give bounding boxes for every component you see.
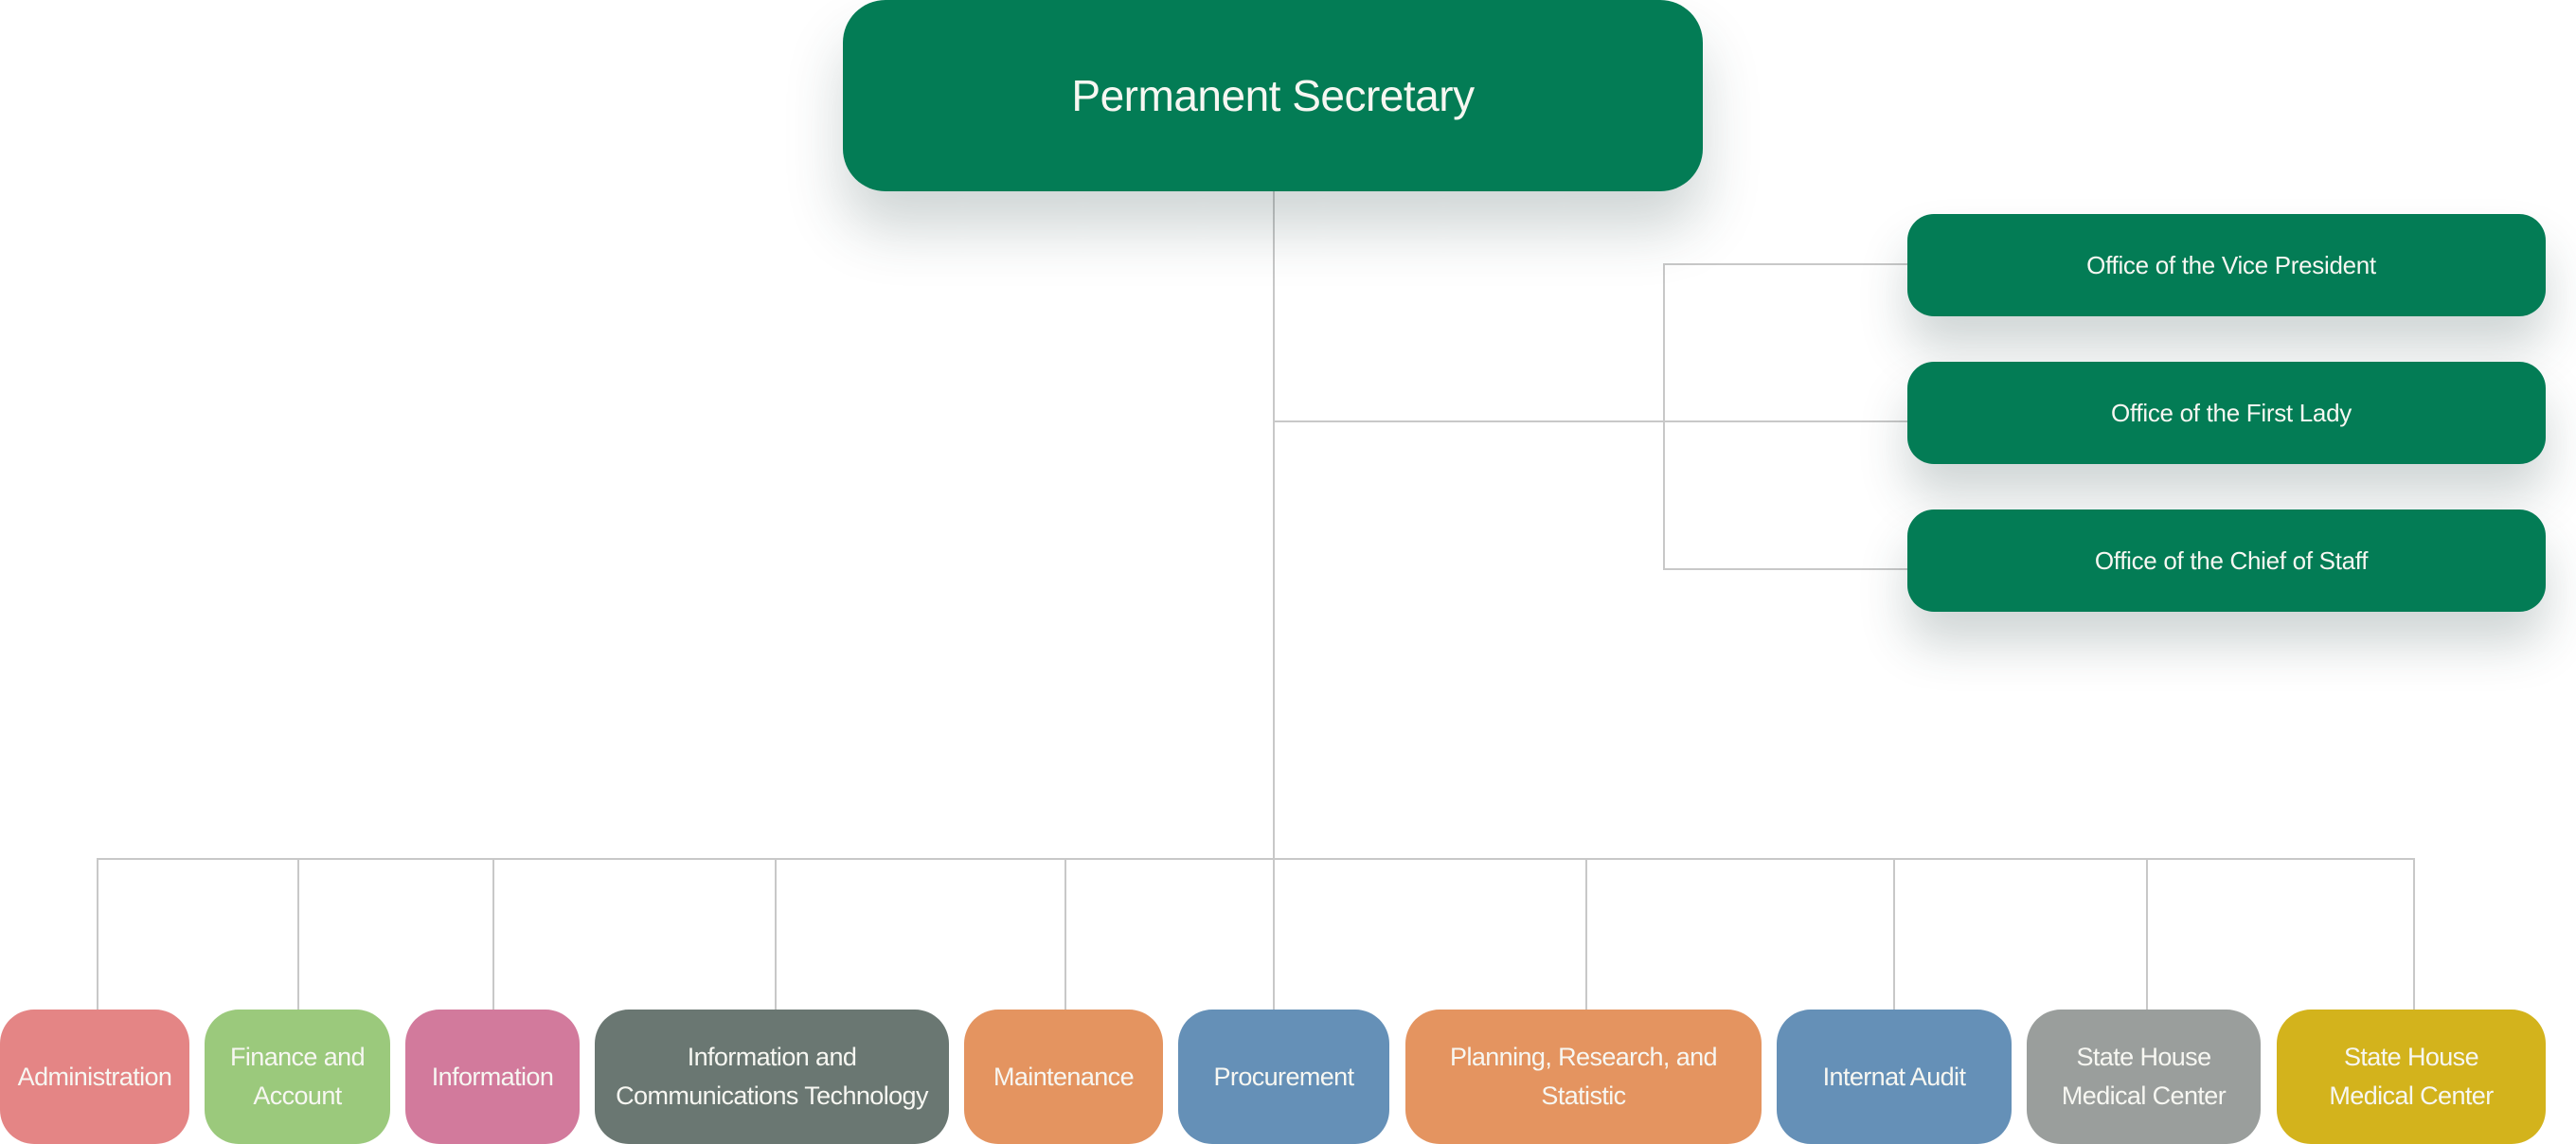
org-node-label: Administration: [17, 1062, 172, 1091]
org-node-label: Maintenance: [993, 1062, 1135, 1091]
org-node-label: Office of the Chief of Staff: [2094, 545, 2369, 575]
org-node-medical-center-2[interactable]: State House Medical Center: [2277, 1010, 2546, 1144]
org-node-label: Procurement: [1213, 1062, 1355, 1091]
org-node-maintenance[interactable]: Maintenance: [964, 1010, 1163, 1144]
org-node-procurement[interactable]: Procurement: [1178, 1010, 1389, 1144]
org-node-permanent-secretary[interactable]: Permanent Secretary: [843, 0, 1703, 191]
connector-dept-planning: [1585, 858, 1587, 1010]
org-node-label: Permanent Secretary: [1071, 71, 1475, 120]
connector-dept-ict: [775, 858, 777, 1010]
org-node-label: Planning, Research, and Statistic: [1450, 1043, 1718, 1110]
connector-dept-administration: [97, 858, 98, 1010]
org-node-information[interactable]: Information: [405, 1010, 580, 1144]
connector-dept-information: [492, 858, 494, 1010]
connector-office-vice-president: [1663, 263, 1915, 265]
connector-offices-branch: [1273, 420, 1915, 422]
org-node-finance-and-account[interactable]: Finance and Account: [205, 1010, 390, 1144]
org-node-label: Information: [431, 1062, 554, 1091]
connector-dept-internal-audit: [1893, 858, 1895, 1010]
connector-dept-medical-center-1: [2146, 858, 2148, 1010]
connector-dept-medical-center-2: [2413, 858, 2415, 1010]
org-node-label: Internat Audit: [1822, 1062, 1966, 1091]
connector-departments-bar: [97, 858, 2415, 860]
org-node-label: State House Medical Center: [2329, 1043, 2494, 1110]
connector-dept-maintenance: [1064, 858, 1066, 1010]
org-node-label: Office of the First Lady: [2111, 398, 2352, 427]
org-node-office-first-lady[interactable]: Office of the First Lady: [1907, 362, 2546, 464]
connector-offices-bracket: [1663, 263, 1665, 570]
org-node-planning-research-statistic[interactable]: Planning, Research, and Statistic: [1405, 1010, 1762, 1144]
org-node-office-vice-president[interactable]: Office of the Vice President: [1907, 214, 2546, 316]
org-node-medical-center-1[interactable]: State House Medical Center: [2027, 1010, 2261, 1144]
connector-dept-finance: [297, 858, 299, 1010]
org-node-ict[interactable]: Information and Communications Technolog…: [595, 1010, 949, 1144]
org-node-label: Finance and Account: [229, 1043, 366, 1110]
connector-root-trunk: [1273, 191, 1275, 1011]
connector-office-chief-of-staff: [1663, 568, 1915, 570]
org-node-label: State House Medical Center: [2061, 1043, 2227, 1110]
org-node-internal-audit[interactable]: Internat Audit: [1777, 1010, 2012, 1144]
org-node-label: Office of the Vice President: [2086, 250, 2376, 279]
org-node-label: Information and Communications Technolog…: [616, 1043, 928, 1110]
org-node-administration[interactable]: Administration: [0, 1010, 189, 1144]
org-node-office-chief-of-staff[interactable]: Office of the Chief of Staff: [1907, 509, 2546, 612]
